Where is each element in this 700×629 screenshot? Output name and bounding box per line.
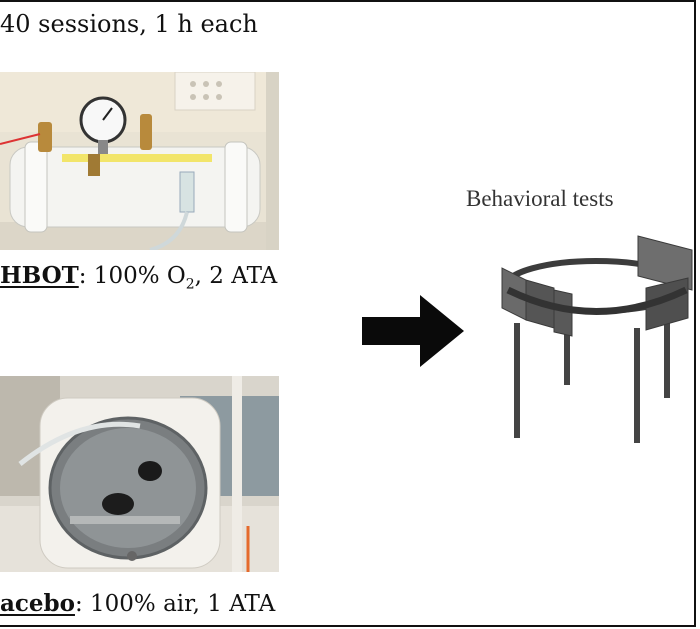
behavioral-tests-title: Behavioral tests [466,186,614,211]
placebo-name: acebo [0,590,75,617]
hbot-chamber-image [0,72,279,250]
placebo-details: : 100% air, 1 ATA [74,591,276,617]
hbot-name: HBOT [0,262,79,289]
right-arrow-icon [362,295,464,367]
circular-maze-icon [501,235,693,443]
hbot-details-pre: : 100% O [78,263,186,289]
placebo-chamber-photo [0,376,279,572]
placebo-chamber-image [0,376,279,572]
hbot-caption: HBOT: 100% O2, 2 ATA [0,262,277,293]
hbot-details-post: , 2 ATA [194,263,278,289]
sessions-label: 40 sessions, 1 h each [0,10,258,38]
placebo-caption: acebo: 100% air, 1 ATA [0,590,275,617]
hbot-details-sub: 2 [185,276,195,293]
hbot-chamber-photo [0,72,279,250]
